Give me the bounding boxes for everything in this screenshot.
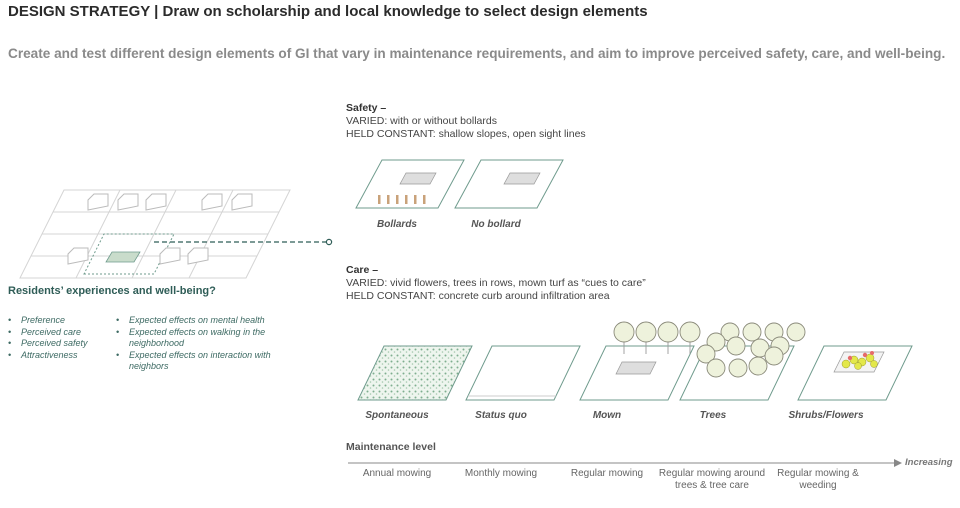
highlighted-lot	[105, 251, 141, 263]
option-mown: Mown	[592, 410, 622, 421]
level-tree-care: Regular mowing around trees & tree care	[658, 468, 766, 491]
residents-list-1: Preference Perceived care Perceived safe…	[8, 315, 108, 361]
level-weeding: Regular mowing & weeding	[777, 468, 859, 491]
option-no-bollard: No bollard	[471, 219, 521, 230]
care-block: Care – VARIED: vivid flowers, trees in r…	[346, 264, 646, 303]
axis-arrowhead	[894, 459, 902, 467]
care-varied: VARIED: vivid flowers, trees in rows, mo…	[346, 277, 646, 289]
list-item: Expected effects on mental health	[116, 315, 292, 327]
list-item: Expected effects on interaction with nei…	[116, 350, 292, 373]
page-subtitle: Create and test different design element…	[8, 46, 946, 61]
plot-status-quo	[465, 345, 581, 401]
plot-no-bollard	[454, 159, 564, 209]
residents-title: Residents’ experiences and well-being?	[8, 285, 216, 297]
option-bollards: Bollards	[376, 219, 417, 230]
care-heading: Care –	[346, 264, 379, 276]
maintenance-title: Maintenance level	[346, 441, 436, 453]
list-item: Preference	[8, 315, 108, 327]
plot-shrubs-flowers	[797, 345, 913, 401]
safety-constant: HELD CONSTANT: shallow slopes, open sigh…	[346, 128, 586, 140]
plot-mown	[579, 321, 701, 401]
safety-heading: Safety –	[346, 102, 387, 114]
option-status-quo: Status quo	[475, 410, 527, 421]
houses	[67, 193, 253, 265]
list-item: Perceived care	[8, 327, 108, 339]
list-item: Perceived safety	[8, 338, 108, 350]
plot-bollards	[355, 159, 465, 209]
list-item: Expected effects on walking in the neigh…	[116, 327, 292, 350]
safety-varied: VARIED: with or without bollards	[346, 115, 497, 127]
safety-block: Safety – VARIED: with or without bollard…	[346, 102, 586, 141]
option-shrubs-flowers: Shrubs/Flowers	[788, 410, 864, 421]
connector-dot	[325, 238, 333, 246]
plot-spontaneous	[357, 345, 473, 401]
increasing-label: Increasing	[905, 457, 953, 468]
page-title: DESIGN STRATEGY | Draw on scholarship an…	[8, 3, 648, 20]
level-regular-mowing: Regular mowing	[570, 468, 644, 479]
care-constant: HELD CONSTANT: concrete curb around infi…	[346, 290, 610, 302]
list-item: Attractiveness	[8, 350, 108, 362]
level-annual-mowing: Annual mowing	[362, 468, 432, 479]
option-spontaneous: Spontaneous	[365, 410, 429, 421]
plot-trees	[679, 322, 806, 401]
residents-list-2: Expected effects on mental health Expect…	[116, 315, 292, 373]
level-monthly-mowing: Monthly mowing	[464, 468, 538, 479]
option-trees: Trees	[699, 410, 727, 421]
